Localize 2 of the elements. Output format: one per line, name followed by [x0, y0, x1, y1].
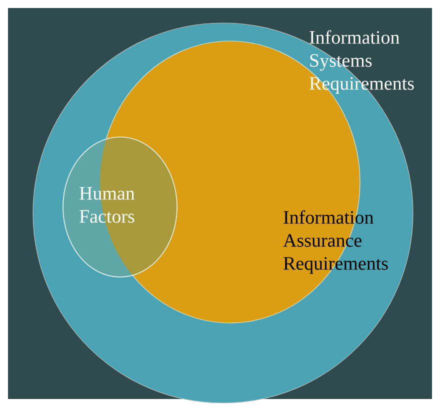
- region-label: Human Factors: [80, 187, 135, 223]
- overlapping-ellipse: [62, 136, 178, 278]
